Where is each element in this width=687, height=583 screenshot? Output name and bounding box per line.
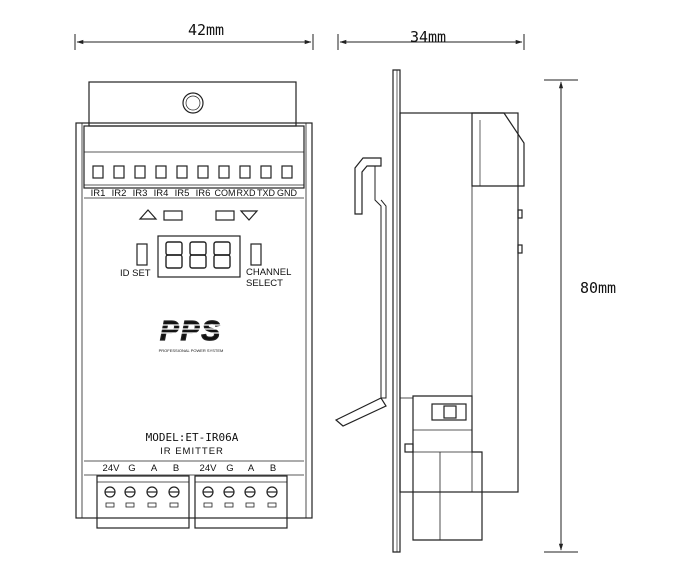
brand-tagline: PROFESSIONAL POWER SYSTEM <box>159 348 224 353</box>
id-set-button[interactable] <box>136 243 148 266</box>
mounting-tab <box>88 81 297 127</box>
front-housing <box>75 122 313 519</box>
mounting-hole <box>182 92 204 114</box>
channel-label: CHANNEL <box>246 267 291 278</box>
terminal-label: G <box>128 463 135 474</box>
top-terminal-labels: IR1 IR2 IR3 IR4 IR5 IR6 COM RXD TXD GND <box>91 188 298 199</box>
terminal-label: GND <box>277 188 298 198</box>
bottom-terminal-screws <box>104 486 278 498</box>
height-label: 80mm <box>580 279 616 297</box>
bottom-terminal-block-right <box>194 475 288 529</box>
terminal-label: IR4 <box>154 188 169 199</box>
terminal-label: RXD <box>236 188 256 198</box>
led-up <box>163 210 183 221</box>
channel-select-button[interactable] <box>250 243 262 266</box>
terminal-label: IR3 <box>133 188 148 199</box>
type-line: IR EMITTER <box>160 446 224 457</box>
width-label: 42mm <box>188 21 224 39</box>
down-arrow-icon <box>239 210 259 221</box>
terminal-label: B <box>270 463 276 474</box>
din-rail-clip <box>392 69 401 553</box>
height-dimension: 80mm <box>544 79 616 553</box>
terminal-label: 24V <box>200 463 218 474</box>
terminal-label: TXD <box>257 188 276 198</box>
depth-dimension: 34mm <box>337 28 525 50</box>
bottom-latch <box>334 397 387 427</box>
terminal-label: COM <box>215 188 236 198</box>
terminal-label: IR5 <box>175 188 190 199</box>
seven-segment-digits <box>165 241 231 269</box>
width-dimension: 42mm <box>74 21 314 50</box>
terminal-label: IR1 <box>91 188 106 199</box>
model-line: MODEL:ET-IR06A <box>146 431 239 444</box>
terminal-label: A <box>151 463 158 474</box>
terminal-label: IR6 <box>196 188 211 199</box>
svg-text:PPS: PPS <box>160 315 222 346</box>
terminal-label: 24V <box>103 463 121 474</box>
top-hook <box>354 157 382 215</box>
terminal-label: IR2 <box>112 188 127 199</box>
depth-label: 34mm <box>410 28 446 46</box>
side-top-connector <box>471 112 525 187</box>
terminal-label: G <box>226 463 233 474</box>
side-view <box>334 69 525 553</box>
id-set-label: ID SET <box>120 268 151 279</box>
side-bottom-connector <box>412 395 483 541</box>
terminal-label: A <box>248 463 255 474</box>
up-arrow-icon <box>138 209 158 220</box>
top-terminal-block <box>83 125 305 189</box>
side-housing <box>399 112 519 493</box>
terminal-label: B <box>173 463 179 474</box>
front-view <box>75 81 313 529</box>
seven-segment-display <box>157 235 241 278</box>
top-terminal-screws <box>92 165 293 179</box>
bottom-terminal-block-left <box>96 475 190 529</box>
bottom-terminal-slots <box>105 502 277 508</box>
pps-logo: PPS PROFESSIONAL POWER SYSTEM <box>150 314 232 353</box>
led-down <box>215 210 235 221</box>
select-label: SELECT <box>246 278 283 289</box>
bottom-terminal-labels: 24V G A B 24V G A B <box>103 463 277 474</box>
